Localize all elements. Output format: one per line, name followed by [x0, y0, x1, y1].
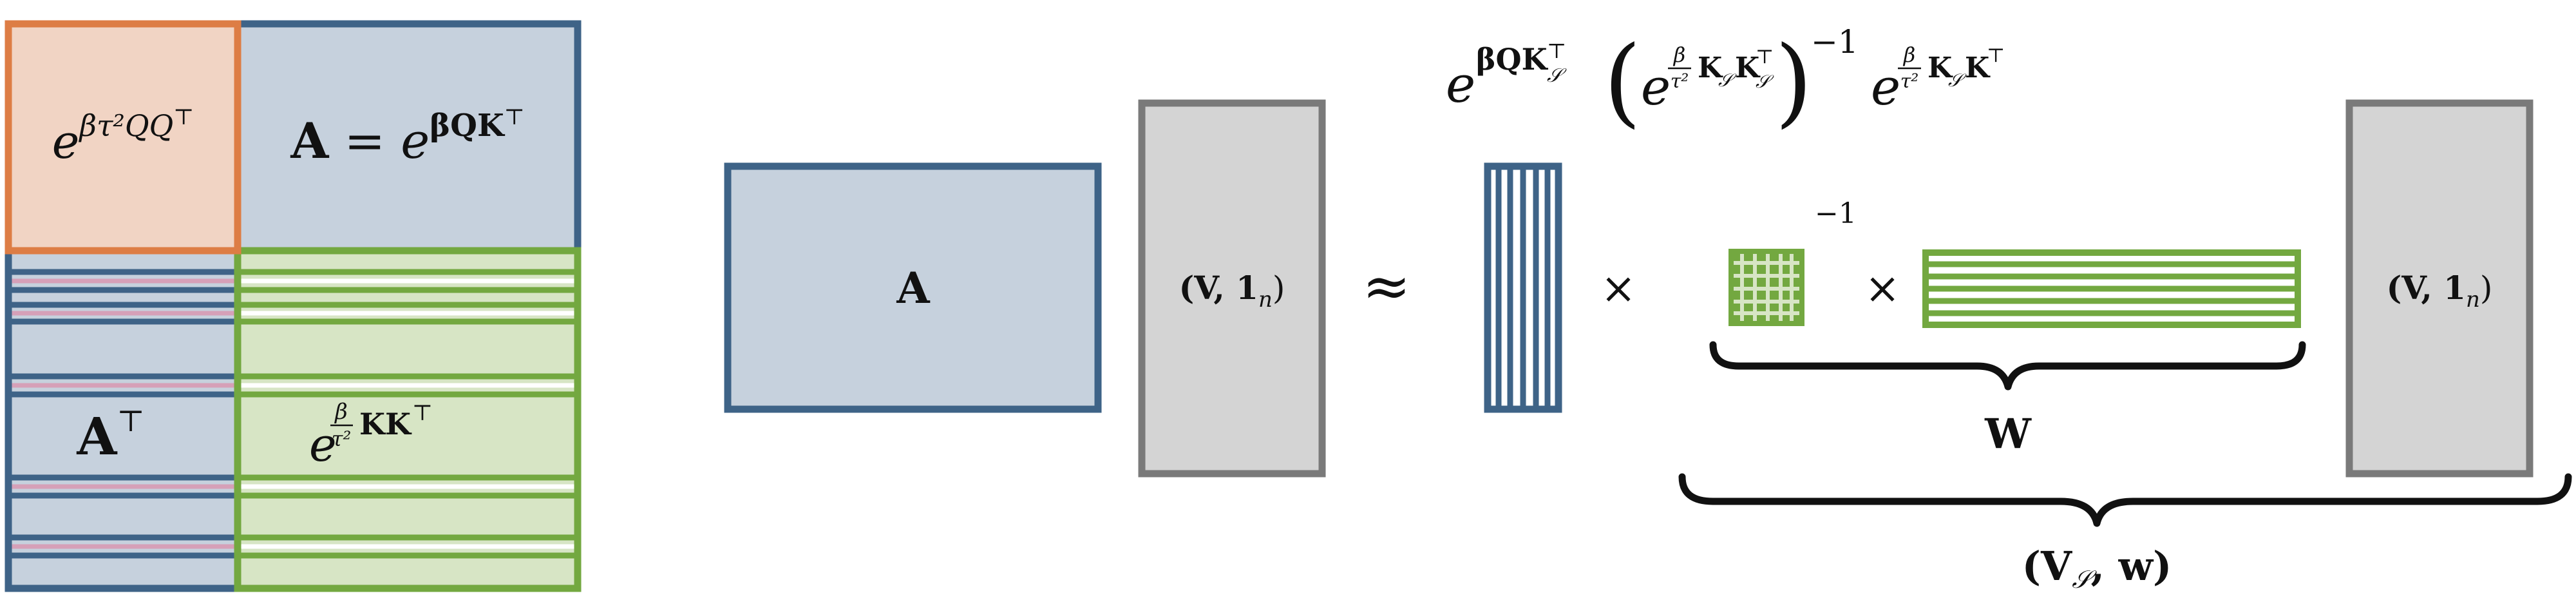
block-top-left-border	[5, 20, 242, 255]
value-vector-label: (V, 1n)	[1179, 269, 1285, 313]
bottom-left-row-stripes	[8, 269, 238, 559]
svg-text:β: β	[334, 399, 348, 425]
column-factor-matrix	[1484, 162, 1562, 413]
svg-text:(: (	[1604, 26, 1642, 138]
svg-text:𝒮: 𝒮	[1948, 70, 1967, 91]
bottom-left-label: A⊤	[76, 403, 144, 467]
svg-text:(V, 1n): (V, 1n)	[2387, 269, 2493, 313]
top-right-label: A = eβQK⊤	[290, 104, 524, 169]
rhs-value-vector: (V, 1n)	[2345, 99, 2533, 478]
bottom-right-label: e β τ² KK ⊤	[309, 399, 433, 472]
matrix-a-box	[724, 162, 1102, 413]
svg-text:e: e	[309, 418, 337, 472]
value-vector-box	[1138, 99, 1326, 478]
svg-text:𝒮: 𝒮	[1547, 64, 1567, 87]
block-matrix: eβτ²QQ⊤ A = eβQK⊤ A⊤ e β τ² KK ⊤	[5, 20, 582, 592]
top-left-label: eβτ²QQ⊤	[52, 104, 194, 169]
approximation-formula: e βQK 𝒮 ⊤ ( e β τ² K 𝒮 K 𝒮 ⊤ ) −1 e β τ²…	[1446, 23, 2005, 138]
svg-text:e: e	[1446, 56, 1475, 114]
svg-text:K: K	[1698, 52, 1723, 84]
svg-text:⊤: ⊤	[1987, 44, 2005, 67]
svg-text:𝒮: 𝒮	[1718, 70, 1737, 91]
vs-w-brace	[1678, 473, 2572, 527]
w-brace	[1709, 341, 2306, 391]
svg-text:𝒮: 𝒮	[1756, 71, 1774, 92]
svg-text:e: e	[1641, 59, 1671, 117]
svg-text:β: β	[1673, 43, 1686, 67]
vs-w-label: (V𝒮, w)	[2022, 543, 2172, 594]
svg-text:⊤: ⊤	[412, 400, 433, 426]
svg-text:τ²: τ²	[332, 427, 352, 451]
block-top-left	[8, 24, 238, 251]
svg-text:⊤: ⊤	[1756, 46, 1774, 68]
svg-text:K: K	[1735, 52, 1761, 84]
times-symbol-2: ×	[1864, 264, 1900, 313]
row-factor-matrix	[1922, 249, 2301, 328]
inverse-grid-matrix	[1728, 249, 1804, 326]
svg-text:τ²: τ²	[1900, 70, 1919, 93]
lhs-product: A (V, 1n)	[724, 99, 1326, 478]
matrix-a-label: A	[896, 263, 930, 313]
svg-text:K: K	[1927, 52, 1953, 84]
times-symbol-1: ×	[1600, 264, 1636, 313]
svg-text:e: e	[1871, 59, 1900, 117]
w-label: W	[1984, 410, 2032, 458]
svg-text:KK: KK	[359, 407, 412, 441]
svg-text:βQK: βQK	[1476, 42, 1549, 77]
svg-text:τ²: τ²	[1671, 70, 1689, 93]
block-top-right	[238, 24, 578, 251]
svg-text:β: β	[1903, 43, 1916, 67]
approx-symbol: ≈	[1362, 253, 1410, 320]
block-bottom-right-border	[234, 247, 582, 592]
svg-text:): )	[1775, 26, 1813, 138]
bottom-right-row-stripes	[238, 269, 578, 559]
inverse-label: −1	[1815, 197, 1857, 230]
svg-text:K: K	[1965, 52, 1991, 84]
svg-text:−1: −1	[1811, 23, 1859, 61]
svg-text:⊤: ⊤	[1547, 39, 1566, 63]
